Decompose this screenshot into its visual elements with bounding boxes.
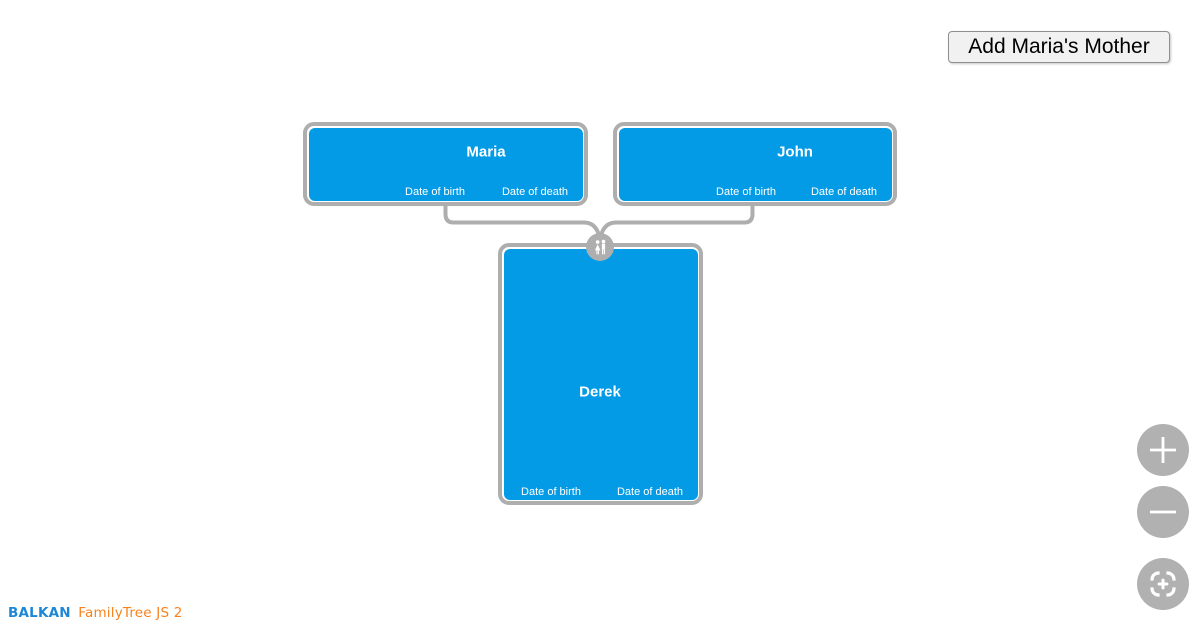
node-background bbox=[503, 248, 698, 500]
node-name-label: Derek bbox=[579, 383, 621, 401]
tree-node-derek[interactable]: Derek Date of birth Date of death bbox=[498, 243, 703, 505]
zoom-out-button[interactable] bbox=[1137, 486, 1189, 538]
fit-screen-icon bbox=[1150, 571, 1176, 597]
date-of-birth-label: Date of birth bbox=[716, 186, 776, 198]
date-of-death-label: Date of death bbox=[501, 186, 569, 198]
node-background bbox=[308, 127, 583, 201]
zoom-in-button[interactable] bbox=[1137, 424, 1189, 476]
tree-node-maria[interactable]: Maria Date of birth Date of death bbox=[303, 122, 588, 206]
brand-name: BALKAN bbox=[8, 605, 71, 621]
node-name-label: Maria bbox=[466, 143, 506, 161]
brand-product: FamilyTree JS 2 bbox=[78, 605, 183, 621]
link-john-to-junction bbox=[598, 202, 755, 238]
minus-icon bbox=[1150, 510, 1176, 514]
fit-screen-button[interactable] bbox=[1137, 558, 1189, 610]
date-of-death-label: Date of death bbox=[616, 486, 684, 498]
tree-node-john[interactable]: John Date of birth Date of death bbox=[613, 122, 897, 206]
link-maria-to-junction bbox=[443, 202, 602, 238]
add-marias-mother-button[interactable]: Add Maria's Mother bbox=[948, 31, 1170, 63]
date-of-birth-label: Date of birth bbox=[521, 486, 581, 498]
node-background bbox=[618, 127, 892, 201]
balkan-familytree-logo[interactable]: BALKAN FamilyTree JS 2 bbox=[8, 605, 183, 621]
couple-icon bbox=[594, 239, 605, 254]
plus-icon bbox=[1150, 437, 1176, 463]
partners-junction bbox=[586, 233, 614, 261]
node-name-label: John bbox=[777, 143, 813, 161]
date-of-death-label: Date of death bbox=[810, 186, 878, 198]
date-of-birth-label: Date of birth bbox=[405, 186, 465, 198]
